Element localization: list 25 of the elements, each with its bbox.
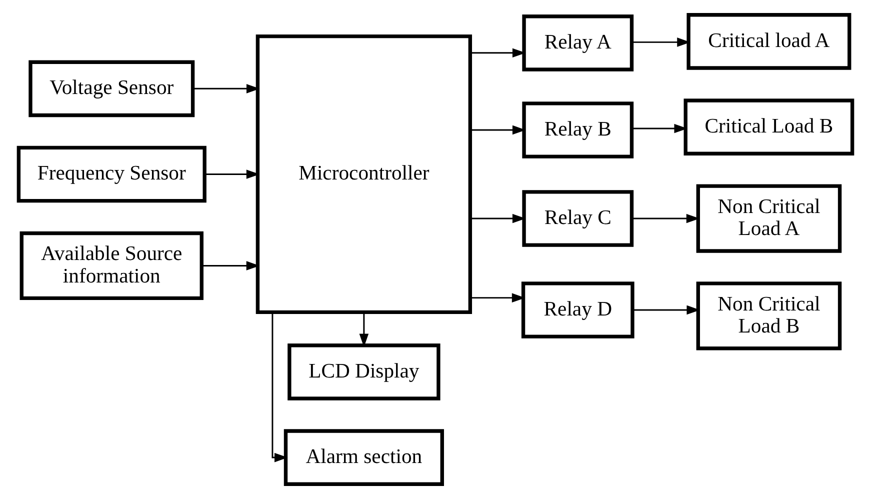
node-box: Relay C xyxy=(522,190,634,246)
arrow xyxy=(204,169,260,178)
node-box: Available Source information xyxy=(19,230,203,300)
arrow xyxy=(470,292,525,302)
node-box: Alarm section xyxy=(283,428,444,486)
node-box: Voltage Sensor xyxy=(28,60,194,117)
arrow xyxy=(470,213,526,223)
node-box: Frequency Sensor xyxy=(16,145,206,202)
node-box: Non Critical Load B xyxy=(696,281,842,350)
arrow xyxy=(470,124,526,134)
arrow xyxy=(632,213,700,223)
node-box: LCD Display xyxy=(287,343,440,400)
node-box: Non Critical Load A xyxy=(696,184,842,252)
arrow xyxy=(202,260,260,270)
node-box: Microcontroller xyxy=(255,34,472,314)
node-box: Critical load A xyxy=(686,12,851,70)
arrow xyxy=(271,312,288,462)
node-box: Critical Load B xyxy=(683,98,854,155)
arrow xyxy=(632,123,688,133)
node-box: Relay D xyxy=(520,281,634,338)
arrow xyxy=(470,48,526,58)
arrow xyxy=(192,84,260,93)
node-box: Relay A xyxy=(522,14,634,71)
node-box: Relay B xyxy=(522,101,634,158)
arrow xyxy=(632,37,690,46)
